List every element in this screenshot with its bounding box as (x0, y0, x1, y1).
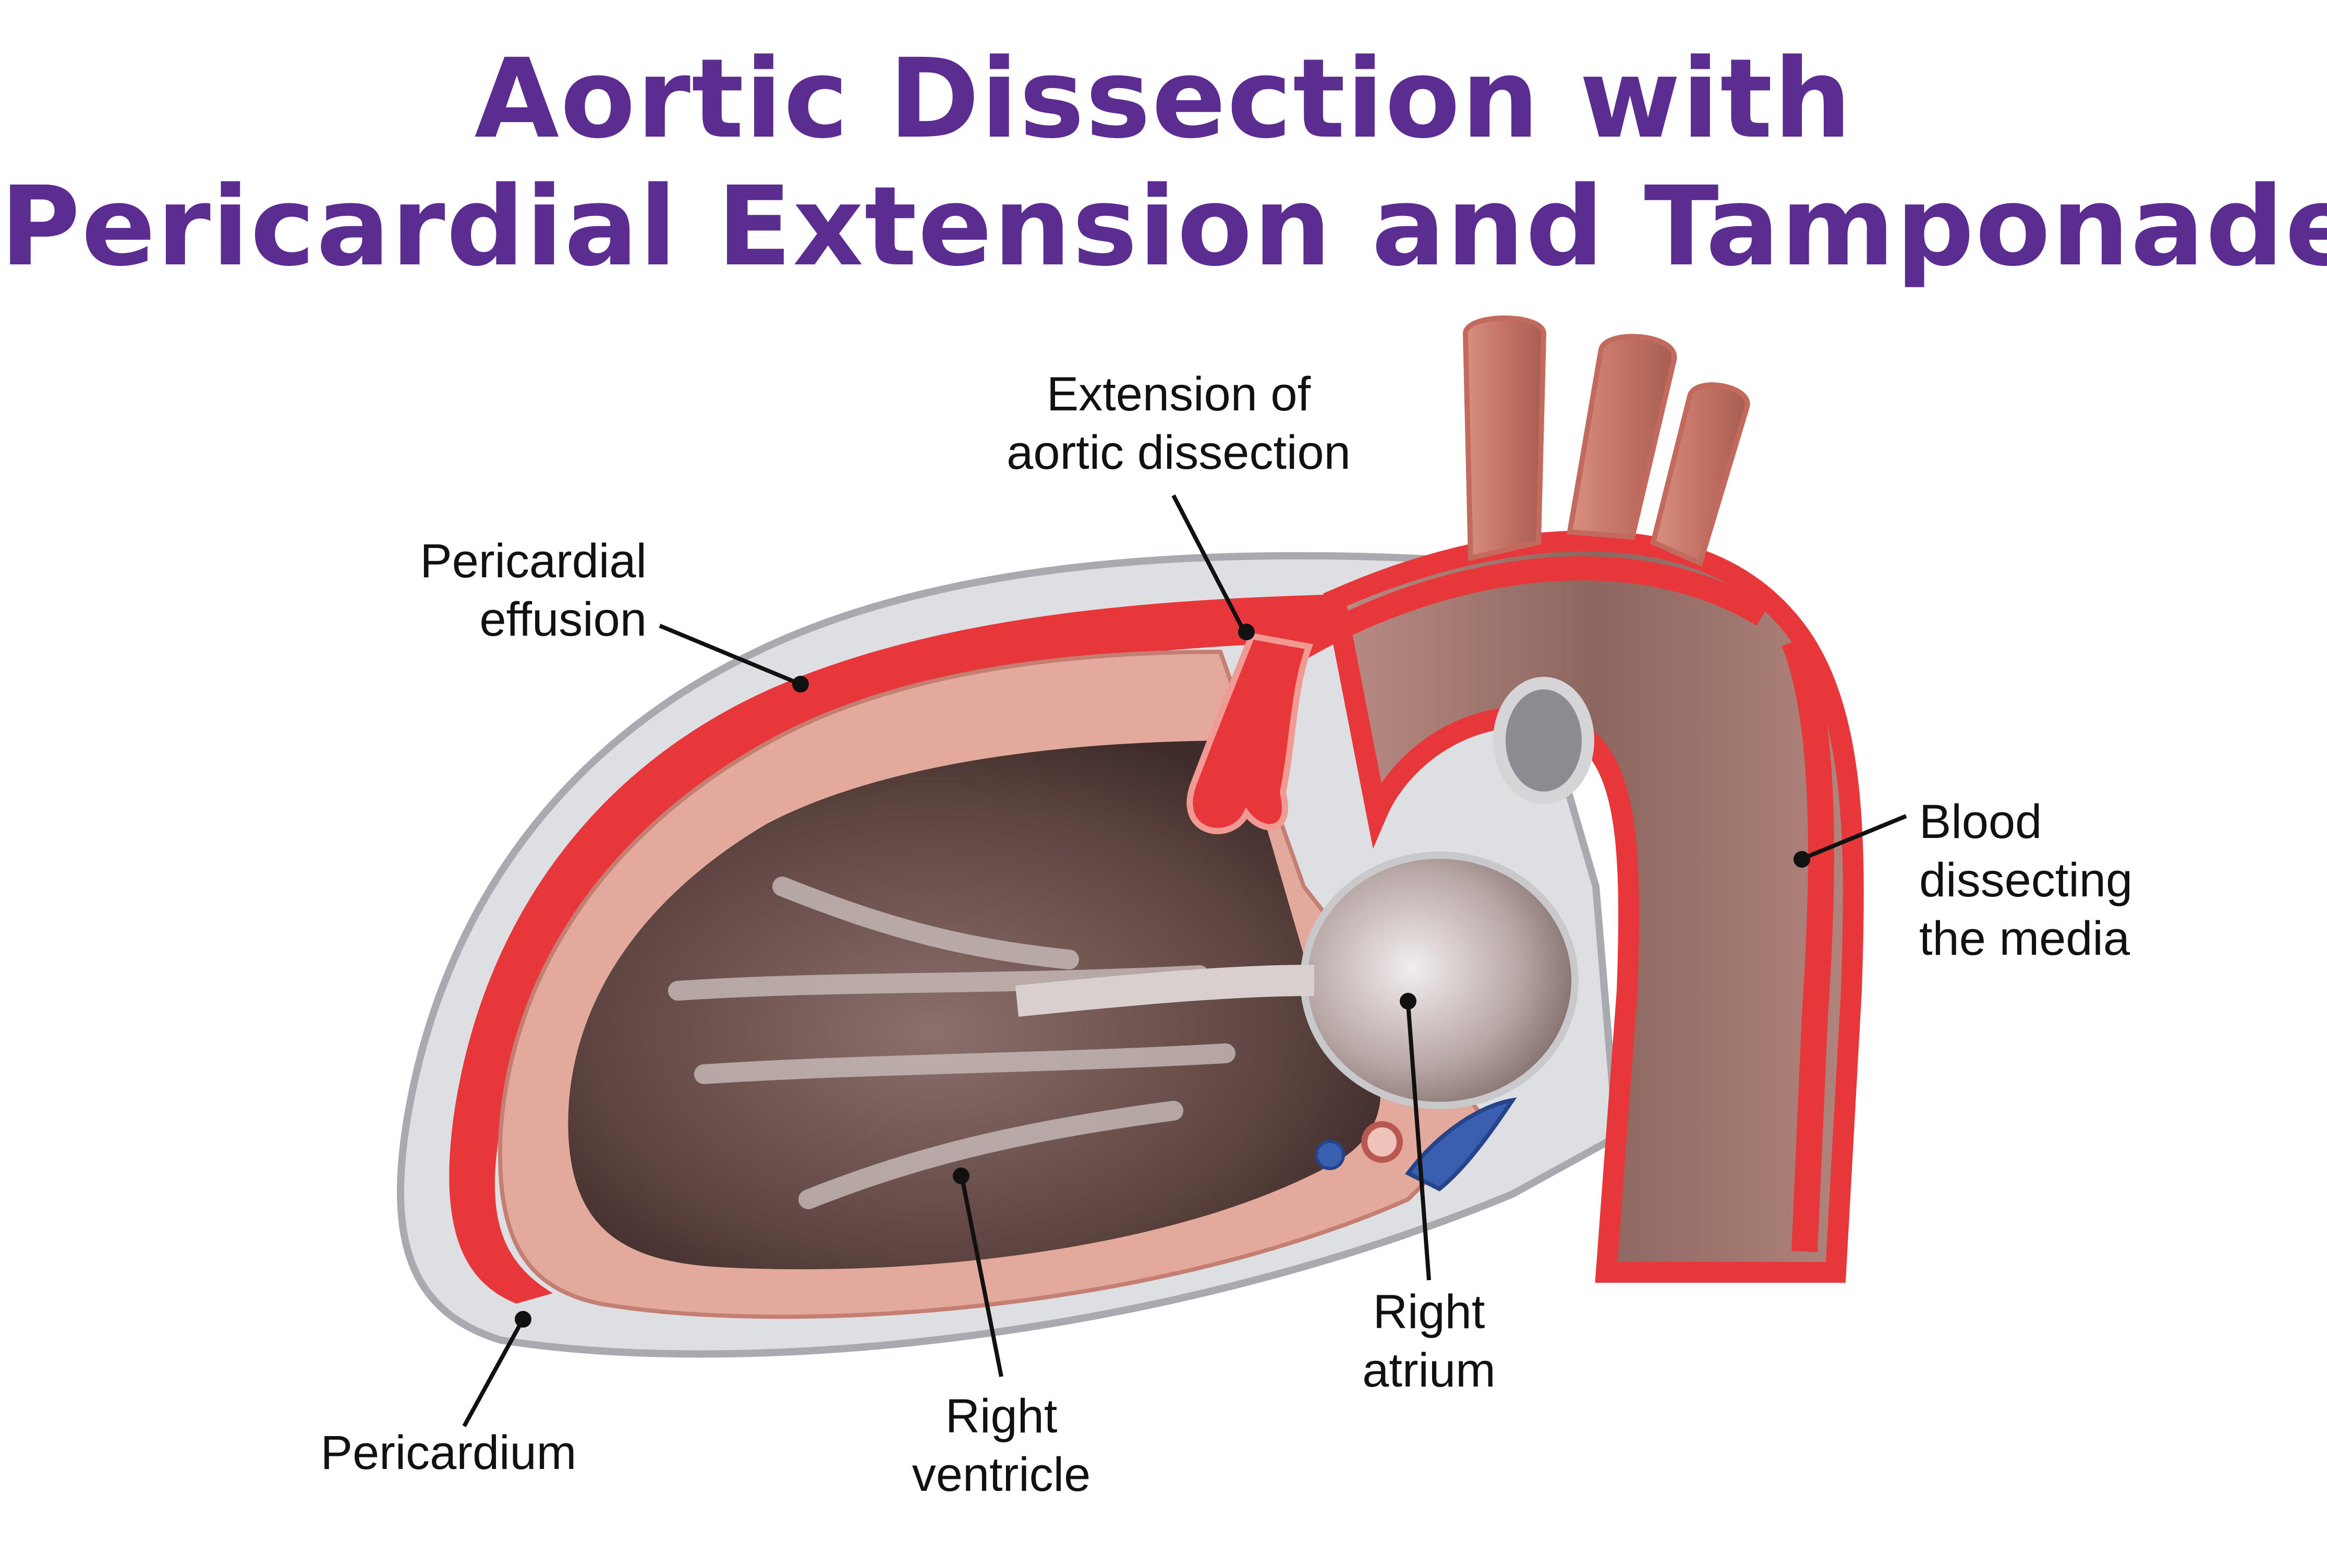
label-extension-of-aortic-dissection: Extension of aortic dissection (980, 365, 1377, 482)
label-ventricle-line-2: ventricle (912, 1448, 1091, 1501)
label-ventricle-line-1: Right (945, 1390, 1058, 1443)
label-right-ventricle: Right ventricle (887, 1387, 1116, 1504)
label-effusion-line-1: Pericardial (420, 534, 647, 588)
label-effusion-line-2: effusion (479, 593, 647, 646)
dissection-extension (1186, 633, 1314, 834)
aortic-branches (1462, 315, 1750, 567)
label-blood-line-1: Blood (1919, 795, 2042, 848)
label-extension-line-2: aortic dissection (1007, 426, 1351, 479)
small-vein (1315, 1140, 1345, 1170)
dissection-channel (1781, 636, 1834, 1253)
label-blood-line-2: dissecting (1919, 854, 2133, 907)
right-ventricle-chamber (568, 740, 1381, 1270)
label-blood-line-3: the media (1919, 912, 2130, 965)
diagram-title-line-2: Pericardial Extension and Tamponade (0, 163, 2327, 290)
coronary-vein (1404, 1097, 1517, 1192)
leader-lines (462, 494, 1907, 1427)
label-pericardium: Pericardium (292, 1424, 605, 1482)
coronary-artery (1361, 1121, 1403, 1163)
valve-ring (1493, 677, 1594, 804)
label-pericardium-line-1: Pericardium (320, 1426, 577, 1479)
pericardial-effusion-band (449, 594, 1335, 1304)
leader-dots (515, 624, 1810, 1328)
label-atrium-line-2: atrium (1362, 1344, 1496, 1397)
diagram-title-line-1: Aortic Dissection with (474, 35, 1853, 163)
label-right-atrium: Right atrium (1325, 1283, 1533, 1400)
label-pericardial-effusion: Pericardial effusion (396, 532, 647, 649)
label-atrium-line-1: Right (1373, 1285, 1485, 1339)
right-atrium-chamber (1300, 852, 1579, 1109)
trabeculae (668, 877, 1235, 1209)
label-extension-line-1: Extension of (1046, 368, 1311, 421)
label-blood-dissecting-the-media: Blood dissecting the media (1919, 793, 2190, 968)
